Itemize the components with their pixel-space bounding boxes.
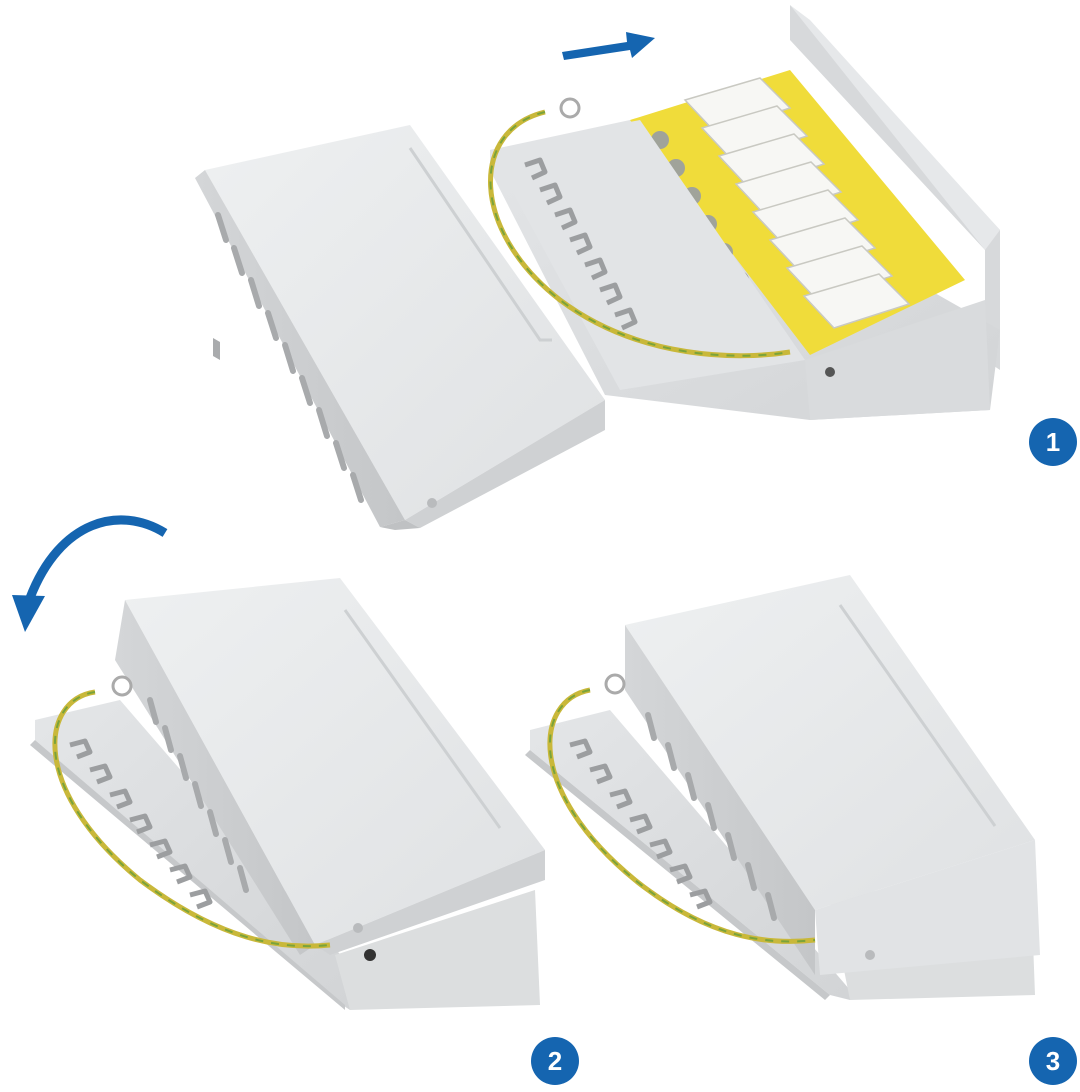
arrow-right-icon xyxy=(562,32,655,60)
base-with-keystone-module xyxy=(488,5,1000,420)
step-3-badge: 3 xyxy=(1029,1037,1077,1085)
ground-wire-3 xyxy=(547,687,816,944)
cover-housing-loose xyxy=(195,125,605,530)
curved-arrow-icon xyxy=(12,515,168,632)
step-1-badge: 1 xyxy=(1029,418,1077,466)
ground-wire xyxy=(488,109,791,359)
step-2-illustration xyxy=(12,515,545,1010)
step-1-illustration xyxy=(195,5,1000,530)
step-2-badge: 2 xyxy=(531,1037,579,1085)
keystone-connectors xyxy=(651,77,911,345)
step-3-illustration xyxy=(525,575,1040,1000)
